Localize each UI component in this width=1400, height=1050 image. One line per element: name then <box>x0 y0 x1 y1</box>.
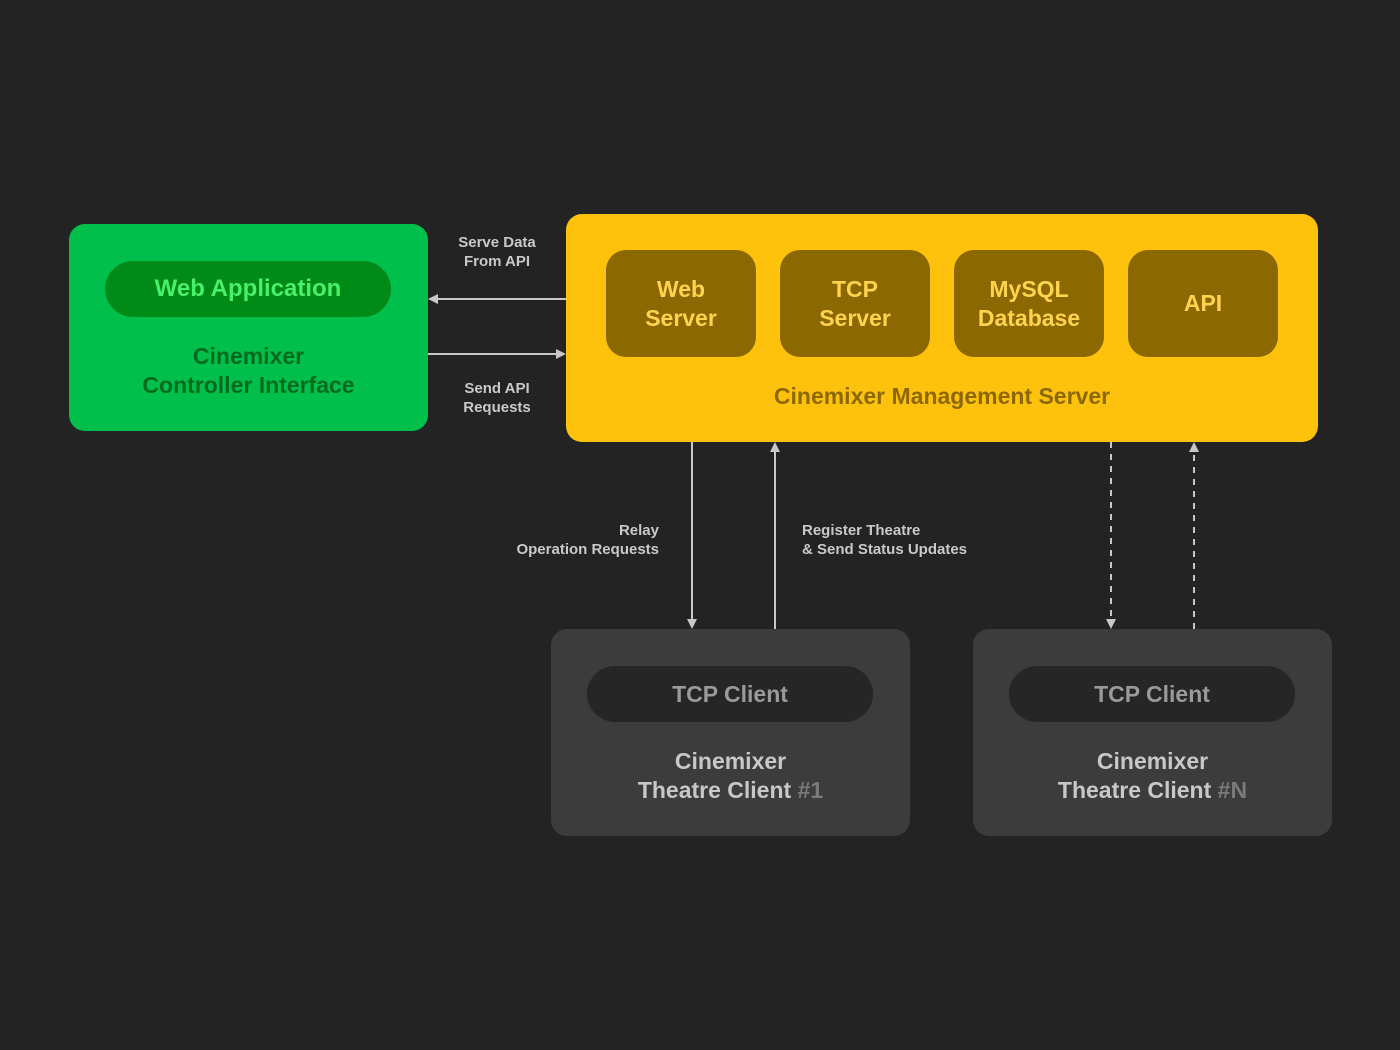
theatre-client-number: #N <box>1217 777 1248 803</box>
management-server-box: Web Server TCP Server MySQL Database API… <box>566 214 1318 442</box>
web-application-pill: Web Application <box>105 261 391 317</box>
tcp-client-pill: TCP Client <box>587 666 873 722</box>
theatre-client-number: #1 <box>797 777 824 803</box>
send-api-label: Send API Requests <box>463 380 531 416</box>
api-module: API <box>1128 250 1278 357</box>
controller-title: Cinemixer Controller Interface <box>142 343 355 398</box>
server-title: Cinemixer Management Server <box>773 383 1111 409</box>
serve-data-label: Serve Data From API <box>458 234 536 270</box>
theatre-client-title-main: Cinemixer Theatre Client <box>637 748 792 803</box>
relay-label: Relay Operation Requests <box>516 522 659 558</box>
web-server-module: Web Server <box>606 250 756 357</box>
theatre-client-n-box: TCP Client Cinemixer Theatre Client #N <box>973 629 1332 836</box>
controller-interface-box: Web Application Cinemixer Controller Int… <box>69 224 428 431</box>
theatre-client-1-box: TCP Client Cinemixer Theatre Client #1 <box>551 629 910 836</box>
register-label: Register Theatre & Send Status Updates <box>802 522 968 558</box>
mysql-database-module: MySQL Database <box>954 250 1104 357</box>
theatre-client-title-main: Cinemixer Theatre Client <box>1057 748 1212 803</box>
tcp-server-module: TCP Server <box>780 250 930 357</box>
theatre-client-title: Cinemixer Theatre Client #N <box>973 747 1332 805</box>
theatre-client-title: Cinemixer Theatre Client #1 <box>551 747 910 805</box>
tcp-client-pill: TCP Client <box>1009 666 1295 722</box>
